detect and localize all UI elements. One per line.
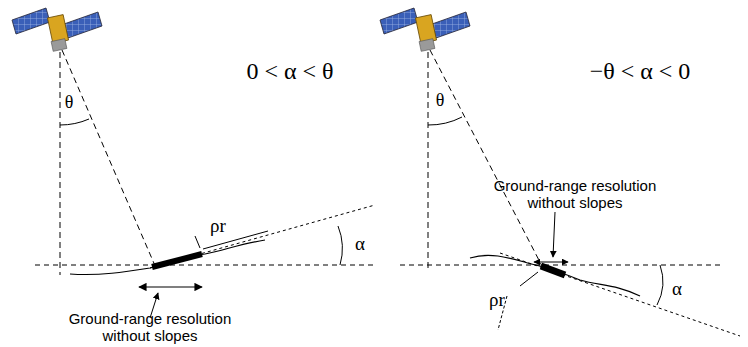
horizontal-reference (35, 265, 375, 266)
resolution-label: ρr (489, 289, 505, 311)
slope-line (150, 205, 375, 268)
angle-label: θ (65, 92, 74, 113)
annotation-text: Ground-range resolution without slopes (480, 177, 670, 212)
slope-angle-label: α (672, 278, 682, 300)
slant-resolution-cell (541, 266, 565, 275)
look-line (62, 50, 156, 268)
resolution-label: ρr (210, 215, 226, 237)
angle-label: θ (436, 90, 445, 111)
angle-arc (428, 117, 462, 125)
slope-angle-label: α (355, 233, 365, 255)
nadir-line (60, 52, 61, 275)
condition-label: 0 < α < θ (246, 58, 333, 86)
angle-arc (60, 119, 89, 125)
slant-resolution-cell (152, 254, 202, 267)
look-line (430, 50, 542, 266)
leader-arrow (553, 212, 555, 257)
ground-range-arrow (534, 262, 568, 263)
horizontal-reference (400, 265, 720, 266)
slope-angle-arc (338, 226, 342, 265)
terrain-profile (70, 240, 265, 275)
dimension-tick (520, 272, 538, 286)
dimension-tick (195, 236, 200, 248)
annotation-text: Ground-range resolution without slopes (50, 310, 250, 345)
nadir-line (428, 52, 429, 270)
slope-angle-arc (657, 265, 663, 305)
condition-label: −θ < α < 0 (590, 58, 691, 86)
ground-range-arrow (139, 286, 202, 287)
satellite-icon (380, 8, 470, 51)
satellite-icon (12, 8, 102, 51)
